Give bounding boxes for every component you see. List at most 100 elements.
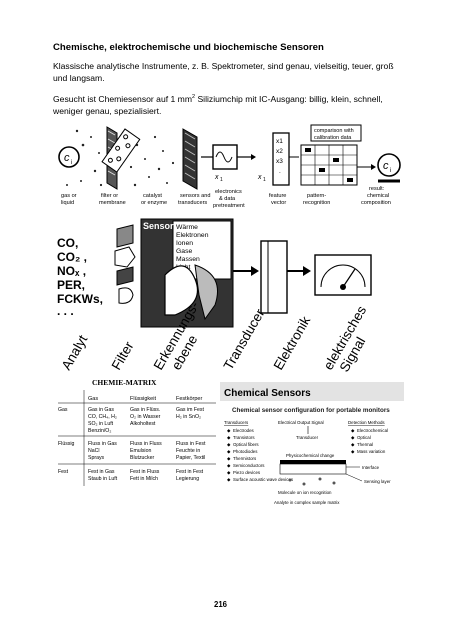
- svg-text:Physicochemical change: Physicochemical change: [286, 453, 335, 458]
- x1b-label: x: [257, 174, 262, 181]
- svg-text:◆: ◆: [227, 463, 231, 468]
- svg-text:Feuchte in: Feuchte in: [176, 448, 200, 454]
- svg-text:Legierung: Legierung: [176, 476, 199, 482]
- svg-text:O₂ in Wasser: O₂ in Wasser: [130, 414, 161, 420]
- svg-text:◆: ◆: [351, 428, 355, 433]
- svg-text:Analyte in complex sample matr: Analyte in complex sample matrix: [274, 500, 340, 505]
- chem-subtitle: Chemical sensor configuration for portab…: [232, 407, 390, 414]
- svg-text:Electrodes: Electrodes: [233, 428, 255, 433]
- svg-text:chemical: chemical: [367, 193, 389, 199]
- ci-left-sub: i: [71, 160, 72, 166]
- svg-text:Thermal: Thermal: [357, 442, 373, 447]
- svg-text:pretreatment: pretreatment: [213, 203, 245, 209]
- svg-text:Flüssigkeit: Flüssigkeit: [130, 396, 156, 402]
- svg-text:Sensing layer: Sensing layer: [364, 479, 391, 484]
- sensor-system-diagram: c i x 1 x 1 x1 x2 x3 . comparison with c…: [55, 123, 403, 213]
- svg-text:result:: result:: [369, 186, 385, 192]
- sensor-chain-diagram: CO, CO₂ , NOₓ , PER, FCKWs, . . . Sensor…: [55, 215, 403, 375]
- svg-text:Gas im Fest: Gas im Fest: [176, 407, 205, 413]
- svg-text:Gas: Gas: [88, 396, 98, 402]
- svg-text:Sprays: Sprays: [88, 455, 105, 461]
- svg-text:Transistors: Transistors: [233, 435, 255, 440]
- svg-text:Photodiodes: Photodiodes: [233, 449, 258, 454]
- gas-co2: CO₂ ,: [57, 250, 87, 264]
- svg-text:◆: ◆: [227, 442, 231, 447]
- sensor-paragraph: Gesucht ist Chemiesensor auf 1 mm2 Siliz…: [53, 94, 383, 116]
- svg-text:Gas: Gas: [58, 407, 68, 413]
- svg-text:Molecule on ion recognition: Molecule on ion recognition: [278, 490, 332, 495]
- svg-text:or enzyme: or enzyme: [141, 200, 167, 206]
- gas-fckw: FCKWs,: [57, 292, 103, 306]
- matrix-title: CHEMIE-MATRIX: [92, 378, 157, 387]
- svg-text:1: 1: [263, 177, 266, 183]
- svg-text:◆: ◆: [351, 442, 355, 447]
- svg-text:Piezo devices: Piezo devices: [233, 470, 261, 475]
- svg-text:Fluss in Fluss: Fluss in Fluss: [130, 441, 162, 447]
- svg-text:H₂ in SnO₂: H₂ in SnO₂: [176, 414, 201, 420]
- svg-text:Massen: Massen: [176, 256, 200, 263]
- section-heading: Chemische, elektrochemische und biochemi…: [53, 42, 324, 53]
- svg-text:x3: x3: [276, 158, 283, 165]
- svg-text:filter or: filter or: [101, 193, 118, 199]
- svg-text:Fest in Fest: Fest in Fest: [176, 469, 204, 475]
- svg-text:Festkörper: Festkörper: [176, 396, 202, 402]
- svg-text:NaCl: NaCl: [88, 448, 100, 454]
- svg-text:membrane: membrane: [99, 200, 126, 206]
- svg-text:Blutzucker: Blutzucker: [130, 455, 154, 461]
- svg-text:Gase: Gase: [176, 248, 192, 255]
- gas-more: . . .: [57, 304, 74, 318]
- svg-text:Surface acoustic wave devices: Surface acoustic wave devices: [233, 477, 294, 482]
- svg-text:Emulsion: Emulsion: [130, 448, 151, 454]
- svg-text:◆: ◆: [227, 449, 231, 454]
- svg-text:Mass variation: Mass variation: [357, 449, 386, 454]
- svg-text:electronics: electronics: [215, 189, 242, 195]
- svg-text:Transducers: Transducers: [224, 420, 249, 425]
- svg-text:liquid: liquid: [61, 200, 74, 206]
- svg-text:Fest in Fluss: Fest in Fluss: [130, 469, 160, 475]
- svg-text:Fett in Milch: Fett in Milch: [130, 476, 158, 482]
- svg-text:Elektronen: Elektronen: [176, 232, 209, 239]
- svg-text:SO₂ in Luft: SO₂ in Luft: [88, 421, 114, 427]
- svg-text:.: .: [279, 168, 281, 175]
- gas-per: PER,: [57, 278, 85, 292]
- svg-text:Detection Methods: Detection Methods: [348, 420, 385, 425]
- comparison-label-1: comparison with: [314, 128, 354, 134]
- svg-text:Ionen: Ionen: [176, 240, 193, 247]
- svg-text:x1: x1: [276, 138, 283, 145]
- svg-text:◆: ◆: [227, 435, 231, 440]
- svg-text:Thermistors: Thermistors: [233, 456, 257, 461]
- svg-text:Fluss in Fest: Fluss in Fest: [176, 441, 206, 447]
- gas-co: CO,: [57, 236, 78, 250]
- svg-text:Optical: Optical: [357, 435, 371, 440]
- svg-text:transducers: transducers: [178, 200, 207, 206]
- svg-text:Papier, Textil: Papier, Textil: [176, 455, 205, 461]
- svg-text:recognition: recognition: [303, 200, 330, 206]
- ci-right-label: c: [383, 160, 389, 172]
- svg-text:◆: ◆: [227, 470, 231, 475]
- svg-text:Electrochemical: Electrochemical: [357, 428, 388, 433]
- svg-text:1: 1: [220, 177, 223, 183]
- svg-text:◆: ◆: [227, 456, 231, 461]
- chemical-sensors-figure: Chemical Sensors Chemical sensor configu…: [220, 382, 404, 506]
- svg-text:◆: ◆: [227, 428, 231, 433]
- ci-left-label: c: [64, 152, 70, 164]
- svg-text:i: i: [390, 168, 391, 174]
- svg-text:Benzin/O₂: Benzin/O₂: [88, 428, 111, 434]
- svg-text:gas or: gas or: [61, 193, 77, 199]
- chem-title: Chemical Sensors: [224, 388, 311, 399]
- comparison-label-2: calibration data: [314, 135, 352, 141]
- svg-text:feature: feature: [269, 193, 286, 199]
- svg-text:Optical fibers: Optical fibers: [233, 442, 259, 447]
- svg-text:◆: ◆: [351, 449, 355, 454]
- svg-text:x2: x2: [276, 148, 283, 155]
- svg-text:Fest: Fest: [58, 469, 69, 475]
- svg-text:Staub in Luft: Staub in Luft: [88, 476, 118, 482]
- intro-paragraph: Klassische analytische Instrumente, z. B…: [53, 61, 394, 83]
- svg-text:Alkoholtest: Alkoholtest: [130, 421, 156, 427]
- svg-text:catalyst: catalyst: [143, 193, 162, 199]
- svg-text:Gas in Flüss.: Gas in Flüss.: [130, 407, 160, 413]
- chemie-matrix-table: CHEMIE-MATRIX Gas Flüssigkeit Festkörper…: [58, 376, 216, 502]
- svg-text:Gas in Gas: Gas in Gas: [88, 407, 114, 413]
- svg-text:◆: ◆: [351, 435, 355, 440]
- svg-text:Electrical Output Signal: Electrical Output Signal: [278, 420, 324, 425]
